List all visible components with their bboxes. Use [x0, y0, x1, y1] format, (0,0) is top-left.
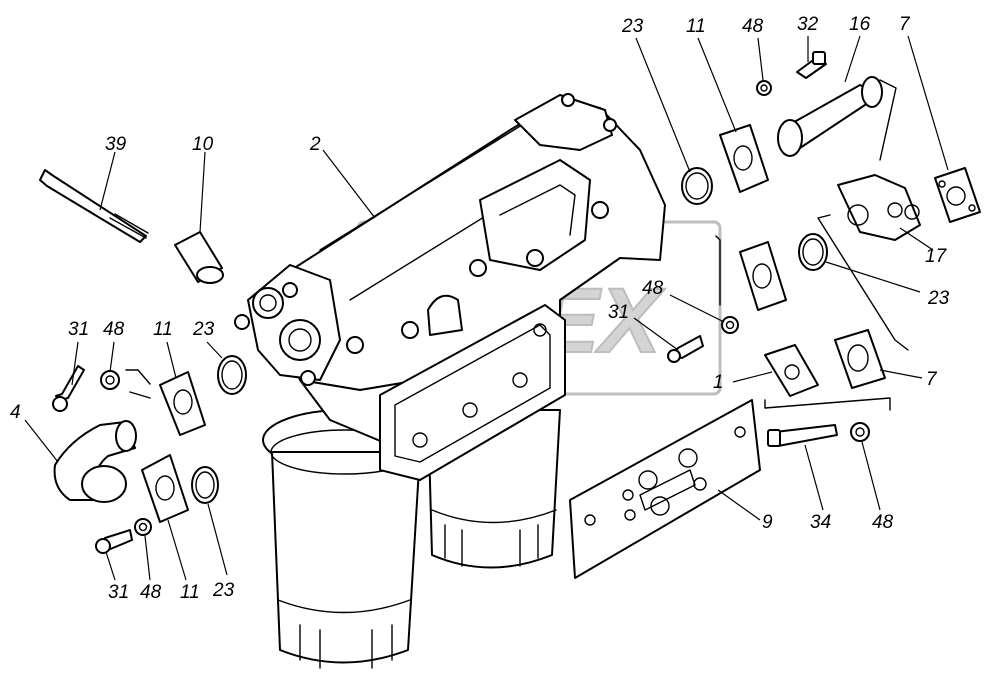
callout-48-bottom: 48 — [140, 582, 162, 603]
callout-23-right: 23 — [927, 288, 950, 309]
callout-48-left: 48 — [103, 319, 125, 340]
left-fasteners — [52, 355, 247, 554]
callout-11-top: 11 — [686, 16, 706, 37]
callout-17: 17 — [925, 246, 948, 267]
callout-4: 4 — [10, 402, 21, 423]
callout-31-bottom: 31 — [108, 582, 129, 603]
long-bolt — [39, 169, 149, 243]
callout-23-top: 23 — [621, 16, 644, 37]
callout-31-left: 31 — [68, 319, 89, 340]
callout-23-bottom: 23 — [212, 580, 235, 601]
callout-1: 1 — [713, 372, 724, 393]
callout-11-bottom: 11 — [180, 582, 200, 603]
callout-10: 10 — [192, 134, 214, 155]
callout-16: 16 — [849, 14, 871, 35]
gasket-plate — [569, 399, 761, 579]
leader-lines — [24, 35, 949, 581]
filter-housing — [234, 93, 666, 481]
callout-48-right: 48 — [872, 512, 894, 533]
right-fasteners — [667, 51, 981, 447]
callout-9: 9 — [762, 512, 773, 533]
callout-7-top: 7 — [899, 14, 911, 35]
callout-2: 2 — [309, 134, 321, 155]
callout-11-left: 11 — [153, 319, 173, 340]
callout-7-right: 7 — [926, 369, 938, 390]
callout-labels: 23 11 48 32 16 7 39 10 2 17 23 48 31 7 1… — [10, 14, 950, 603]
callout-48-mid: 48 — [642, 278, 664, 299]
callout-31-mid: 31 — [608, 302, 629, 323]
callout-39: 39 — [105, 134, 127, 155]
callout-23-left: 23 — [192, 319, 215, 340]
callout-32: 32 — [797, 14, 819, 35]
spacer-sleeve — [174, 231, 224, 284]
callout-48-top: 48 — [742, 16, 764, 37]
elbow-pipe — [53, 420, 137, 503]
callout-34: 34 — [810, 512, 831, 533]
